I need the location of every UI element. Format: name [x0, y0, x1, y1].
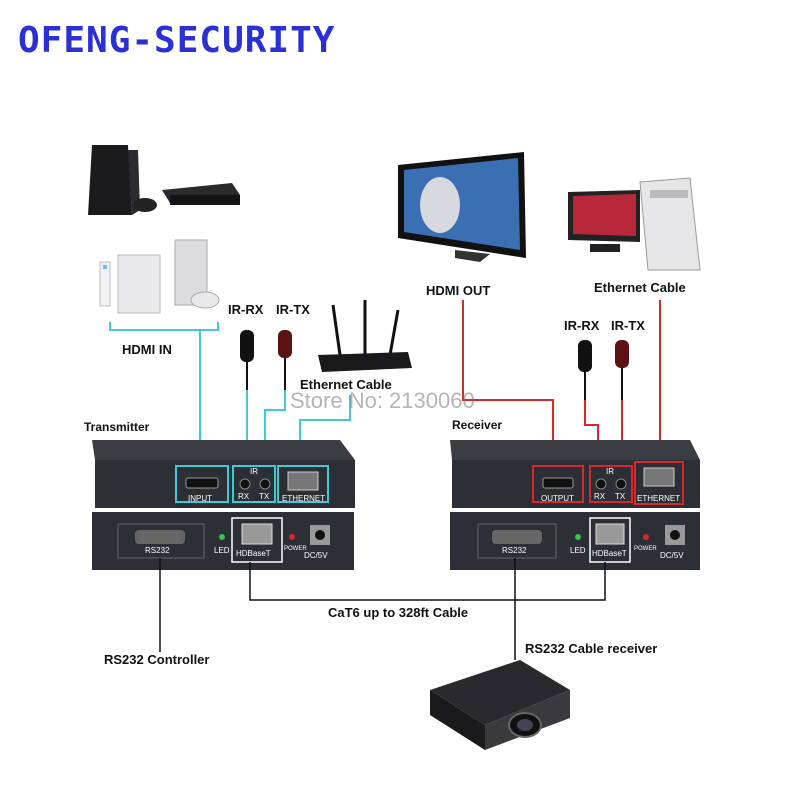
ir-tx-emitter-tx-icon	[278, 330, 292, 390]
transmitter-label: Transmitter	[84, 420, 150, 434]
rx-dc-port-label: DC/5V	[660, 551, 684, 560]
ir-tx-rx-label: IR-TX	[611, 318, 645, 333]
router-icon	[318, 300, 412, 372]
hdmi-out-label: HDMI OUT	[426, 283, 491, 298]
tx-input-port-label: INPUT	[188, 494, 212, 503]
store-watermark: Store No: 2130060	[290, 388, 475, 413]
rx-led-label: LED	[570, 546, 586, 555]
ir-tx-emitter-rx-icon	[615, 340, 629, 400]
rx-hdbaset-port-label: HDBaseT	[592, 549, 627, 558]
ir-rx-rx-label: IR-RX	[564, 318, 600, 333]
tx-rs232-port-label: RS232	[145, 546, 170, 555]
ethernet-cable-rx-label: Ethernet Cable	[594, 280, 686, 295]
receiver-device	[450, 440, 700, 570]
tx-hdbaset-port-label: HDBaseT	[236, 549, 271, 558]
ir-rx-sensor-tx-icon	[240, 330, 254, 390]
rs232-controller-label: RS232 Controller	[104, 652, 210, 667]
rx-rs232-port-label: RS232	[502, 546, 527, 555]
tx-ir-port-label: IR	[250, 467, 258, 476]
brand-logo: OFENG-SECURITY	[18, 20, 336, 61]
tx-dc-port-label: DC/5V	[304, 551, 328, 560]
rx-output-port-label: OUTPUT	[541, 494, 574, 503]
rs232-receiver-label: RS232 Cable receiver	[525, 641, 658, 656]
tx-power-label: POWER	[284, 546, 307, 552]
transmitter-device	[92, 440, 355, 570]
ps4-console-icon	[88, 145, 157, 215]
xbox-console-icon	[174, 239, 220, 309]
rx-power-label: POWER	[634, 546, 657, 552]
receiver-label: Receiver	[452, 418, 503, 432]
ir-rx-tx-label: IR-RX	[228, 302, 264, 317]
rx-ethernet-port-label: ETHERNET	[637, 494, 681, 503]
rx-rx-port-label: RX	[594, 492, 606, 501]
computer-icon	[568, 177, 701, 271]
cat6-cable	[249, 562, 606, 601]
tx-led-label: LED	[214, 546, 230, 555]
hdmi-in-label: HDMI IN	[122, 342, 172, 357]
rx-tx-port-label: TX	[615, 492, 626, 501]
ir-tx-tx-label: IR-TX	[276, 302, 310, 317]
rx-ir-port-label: IR	[606, 467, 614, 476]
projector-icon	[430, 660, 570, 750]
tx-tx-port-label: TX	[259, 492, 270, 501]
bluray-player-icon	[162, 183, 240, 205]
ethernet-cable-tx-label: Ethernet Cable	[300, 377, 392, 392]
tx-rx-port-label: RX	[238, 492, 250, 501]
television-icon	[398, 152, 526, 262]
tx-ethernet-port-label: ETHERNET	[282, 494, 326, 503]
wii-console-icon	[99, 254, 161, 314]
cat6-label: CaT6 up to 328ft Cable	[328, 605, 469, 620]
ir-rx-sensor-rx-icon	[578, 340, 592, 400]
